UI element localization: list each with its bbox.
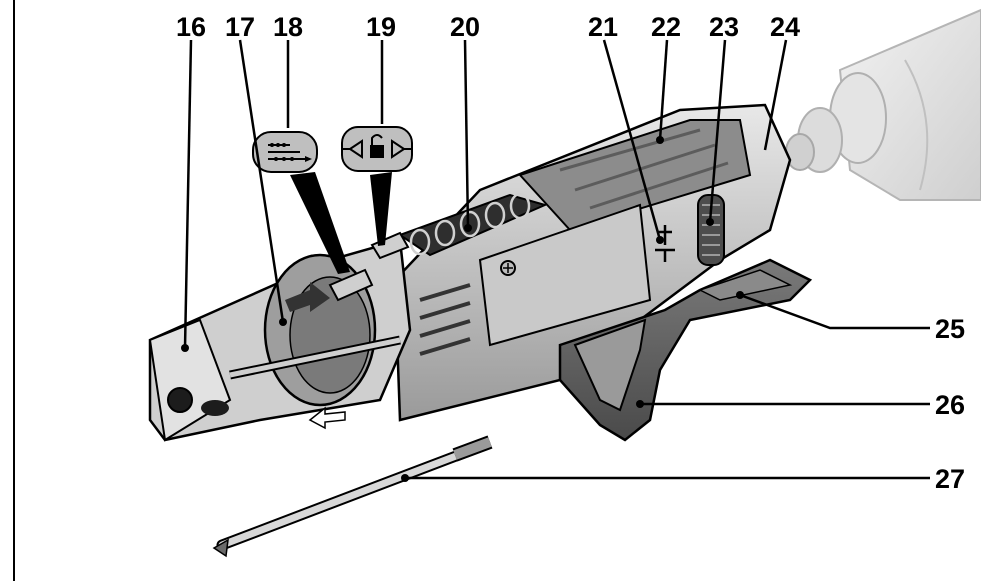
callout-18: 18 (273, 12, 303, 42)
icon-pointers (290, 172, 392, 274)
drill-background (785, 8, 981, 201)
callout-23: 23 (709, 12, 739, 42)
release-buttons (328, 231, 410, 302)
callout-25: 25 (935, 314, 965, 344)
callout-20: 20 (450, 12, 480, 42)
callout-17: 17 (225, 12, 255, 42)
callout-16: 16 (176, 12, 206, 42)
callout-26: 26 (935, 390, 965, 420)
leader-dots (181, 136, 744, 482)
callout-24: 24 (770, 12, 800, 42)
callout-22: 22 (651, 12, 681, 42)
screw-magazine (397, 192, 548, 257)
attachment-grip (558, 258, 813, 442)
callout-27: 27 (935, 464, 965, 494)
leader-lines (183, 39, 930, 480)
lock-unlock-icon (341, 126, 413, 172)
callout-19: 19 (366, 12, 396, 42)
attachment-body (393, 103, 792, 422)
nose-piece (148, 238, 412, 442)
left-border-line (13, 0, 15, 581)
screwdriver-bit (212, 435, 493, 558)
screw-strip-feed-icon (252, 131, 318, 173)
callout-21: 21 (588, 12, 618, 42)
